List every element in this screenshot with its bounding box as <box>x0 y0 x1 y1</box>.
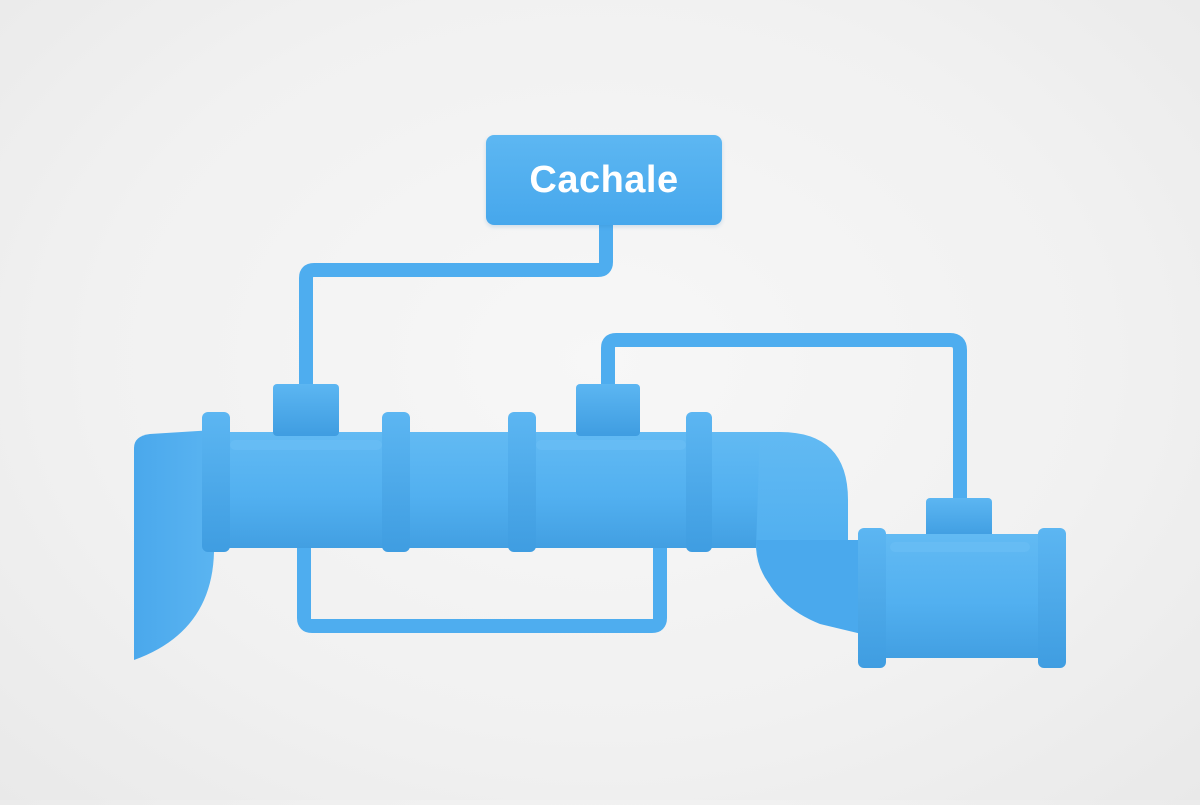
tee-stub-left <box>273 384 339 436</box>
outlet-highlight <box>890 542 1030 552</box>
connector-line-right <box>601 333 967 505</box>
flange-3 <box>508 412 536 552</box>
outlet-flange-right <box>1038 528 1066 668</box>
flange-4 <box>686 412 712 552</box>
main-pipe-highlight <box>230 440 382 450</box>
connector-line-bottom <box>297 548 667 633</box>
outlet-tee-stub <box>926 498 992 538</box>
flange-2 <box>382 412 410 552</box>
tee-stub-middle <box>576 384 640 436</box>
drop-elbow-lower <box>756 540 870 636</box>
inlet-elbow <box>134 430 214 660</box>
outlet-body <box>872 534 1044 658</box>
connector-line-top <box>299 222 613 395</box>
cache-label-box: Cachale <box>486 135 722 225</box>
outlet-flange-left <box>858 528 886 668</box>
flange-1 <box>202 412 230 552</box>
middle-pipe-highlight <box>536 440 686 450</box>
main-pipe <box>206 432 766 548</box>
